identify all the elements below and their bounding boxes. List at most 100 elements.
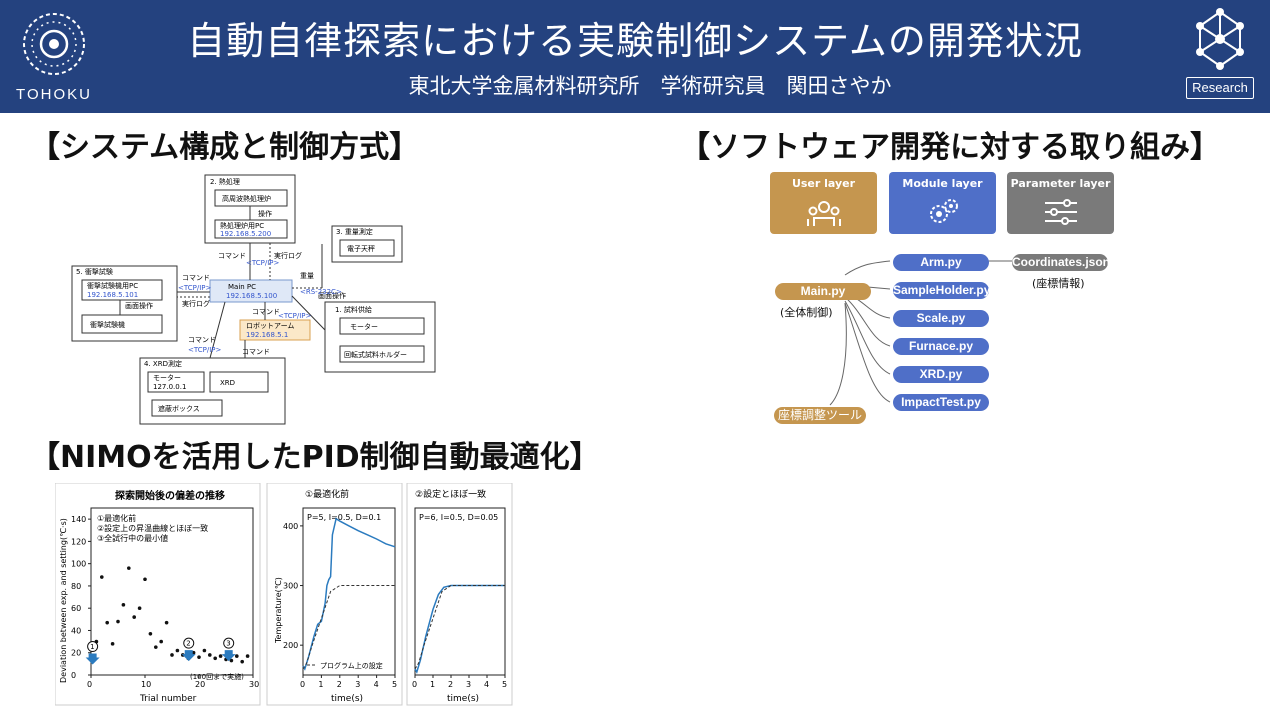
scatter-panel bbox=[55, 483, 261, 706]
robot-label: ロボットアーム bbox=[246, 322, 294, 330]
scatter-point bbox=[100, 575, 104, 579]
before-xlabel: time(s) bbox=[331, 694, 363, 704]
measured-series-line bbox=[414, 584, 505, 674]
scatter-point bbox=[208, 653, 212, 657]
balance-label: 電子天秤 bbox=[347, 244, 375, 253]
module-xrd: XRD.py bbox=[893, 366, 989, 383]
after-panel bbox=[406, 483, 513, 706]
x-tick-label: 4 bbox=[374, 680, 379, 689]
user-layer-label: User layer bbox=[791, 177, 856, 190]
x-tick-label: 10 bbox=[141, 680, 151, 689]
scatter-point bbox=[110, 642, 115, 646]
page-subtitle: 東北大学金属材料研究所 学術研究員 関田さやか bbox=[408, 74, 892, 98]
page-title: 自動自律探索における実験制御システムの開発状況 bbox=[187, 19, 1083, 63]
parameter-layer-box: Parameter layer bbox=[1007, 172, 1114, 234]
scatter-point bbox=[170, 653, 174, 657]
arrow-down-icon bbox=[85, 653, 100, 665]
scatter-point bbox=[159, 639, 163, 644]
y-tick-label: 140 bbox=[71, 515, 86, 524]
scatter-point bbox=[116, 619, 120, 624]
tohoku-logo: TOHOKU bbox=[14, 4, 94, 108]
x-tick-label: 3 bbox=[466, 680, 471, 689]
scatter-legend-2: ②設定上の昇温曲線とほぼ一致 bbox=[97, 523, 208, 533]
tcpip-label-2: <TCP/IP> bbox=[178, 284, 211, 292]
cmd-label-1: コマンド bbox=[218, 252, 246, 260]
scatter-point bbox=[148, 632, 153, 636]
section-pid-title: 【NIMOを活用したPID制御自動最適化】 bbox=[30, 440, 600, 475]
exec-log-2: 実行ログ bbox=[182, 299, 210, 308]
research-label: Research bbox=[1186, 77, 1254, 99]
before-panel bbox=[266, 483, 403, 706]
gears-icon bbox=[929, 199, 958, 223]
y-tick-label: 100 bbox=[71, 560, 86, 569]
scatter-point bbox=[213, 656, 217, 661]
trial-marker-label: 3 bbox=[226, 640, 230, 648]
scatter-point bbox=[197, 655, 201, 659]
xrd-shield: 遮蔽ボックス bbox=[158, 404, 200, 413]
scatter-note: (100回まで実施) bbox=[190, 672, 244, 681]
scatter-point bbox=[137, 606, 142, 610]
line-axes bbox=[302, 507, 396, 676]
header-banner: TOHOKU 自動自律探索における実験制御システムの開発状況 東北大学金属材料研… bbox=[0, 0, 1270, 113]
scatter-point bbox=[105, 620, 109, 625]
setting-series-line bbox=[414, 585, 505, 670]
heat-ops: 操作 bbox=[258, 209, 272, 218]
system-diagram: 2. 熱処理 高周波熱処理炉 操作 熱処理炉用PC 192.168.5.200 … bbox=[71, 174, 436, 425]
y-tick-label: 60 bbox=[71, 604, 81, 613]
scatter-point bbox=[143, 577, 147, 582]
scatter-point bbox=[245, 654, 250, 658]
supply-screen-ops: 画面操作 bbox=[318, 291, 346, 300]
network-icon bbox=[1196, 8, 1244, 70]
arrow-down-icon bbox=[181, 650, 196, 662]
weigh-title: 3. 重量測定 bbox=[336, 227, 373, 236]
trial-marker bbox=[223, 637, 235, 649]
exec-log-1: 実行ログ bbox=[274, 251, 302, 260]
module-connectors bbox=[829, 260, 1012, 406]
scatter-point bbox=[202, 648, 207, 653]
weight-label: 重量 bbox=[300, 272, 314, 280]
y-tick-label: 400 bbox=[283, 522, 298, 531]
y-tick-label: 300 bbox=[283, 582, 298, 591]
temp-ylabel: Temperature(℃) bbox=[274, 577, 283, 644]
x-tick-label: 30 bbox=[249, 680, 259, 689]
main-pc-box bbox=[209, 279, 293, 303]
arrow-down-icon bbox=[221, 650, 236, 662]
setting-series-line bbox=[302, 585, 395, 670]
supply-motor: モーター bbox=[350, 322, 378, 331]
x-tick-label: 5 bbox=[392, 680, 397, 689]
cmd-label-2: コマンド bbox=[182, 274, 210, 282]
x-tick-label: 1 bbox=[430, 680, 435, 689]
scatter-point bbox=[121, 603, 126, 607]
x-tick-label: 20 bbox=[195, 680, 205, 689]
supply-title: 1. 試料供給 bbox=[335, 305, 372, 314]
y-tick-label: 80 bbox=[71, 582, 81, 591]
supply-holder: 回転式試料ホルダー bbox=[344, 350, 407, 359]
xrd-motor: モーター bbox=[153, 373, 181, 382]
pid-params-label: P=5, I=0.5, D=0.1 bbox=[307, 513, 381, 522]
main-py-note: (全体制御) bbox=[780, 306, 833, 319]
scatter-axes bbox=[90, 507, 254, 676]
main-pc-ip: 192.168.5.100 bbox=[226, 292, 277, 300]
impact-title: 5. 衝撃試験 bbox=[76, 267, 113, 276]
x-tick-label: 4 bbox=[484, 680, 489, 689]
x-tick-label: 1 bbox=[318, 680, 323, 689]
scatter-title: 探索開始後の偏差の推移 bbox=[115, 489, 225, 502]
scatter-legend-1: ①最適化前 bbox=[97, 513, 136, 523]
users-icon bbox=[806, 201, 841, 226]
scatter-point bbox=[175, 648, 180, 653]
xrd-title: 4. XRD測定 bbox=[144, 359, 182, 368]
rs232c-label: <RS-232C> bbox=[300, 288, 342, 296]
section-system-title: 【システム構成と制御方式】 bbox=[30, 130, 420, 165]
parameter-layer-label: Parameter layer bbox=[1010, 177, 1111, 190]
robot-box bbox=[239, 319, 311, 341]
module-furnace: Furnace.py bbox=[893, 338, 989, 355]
trial-marker bbox=[183, 637, 195, 649]
y-tick-label: 200 bbox=[283, 641, 298, 650]
module-layer-label: Module layer bbox=[902, 177, 983, 190]
coordinates-note: (座標情報) bbox=[1032, 277, 1085, 290]
section-software-title: 【ソフトウェア開発に対する取り組み】 bbox=[680, 130, 1220, 165]
measured-series-line bbox=[302, 517, 396, 671]
heat-pc: 熱処理炉用PC bbox=[220, 221, 264, 230]
